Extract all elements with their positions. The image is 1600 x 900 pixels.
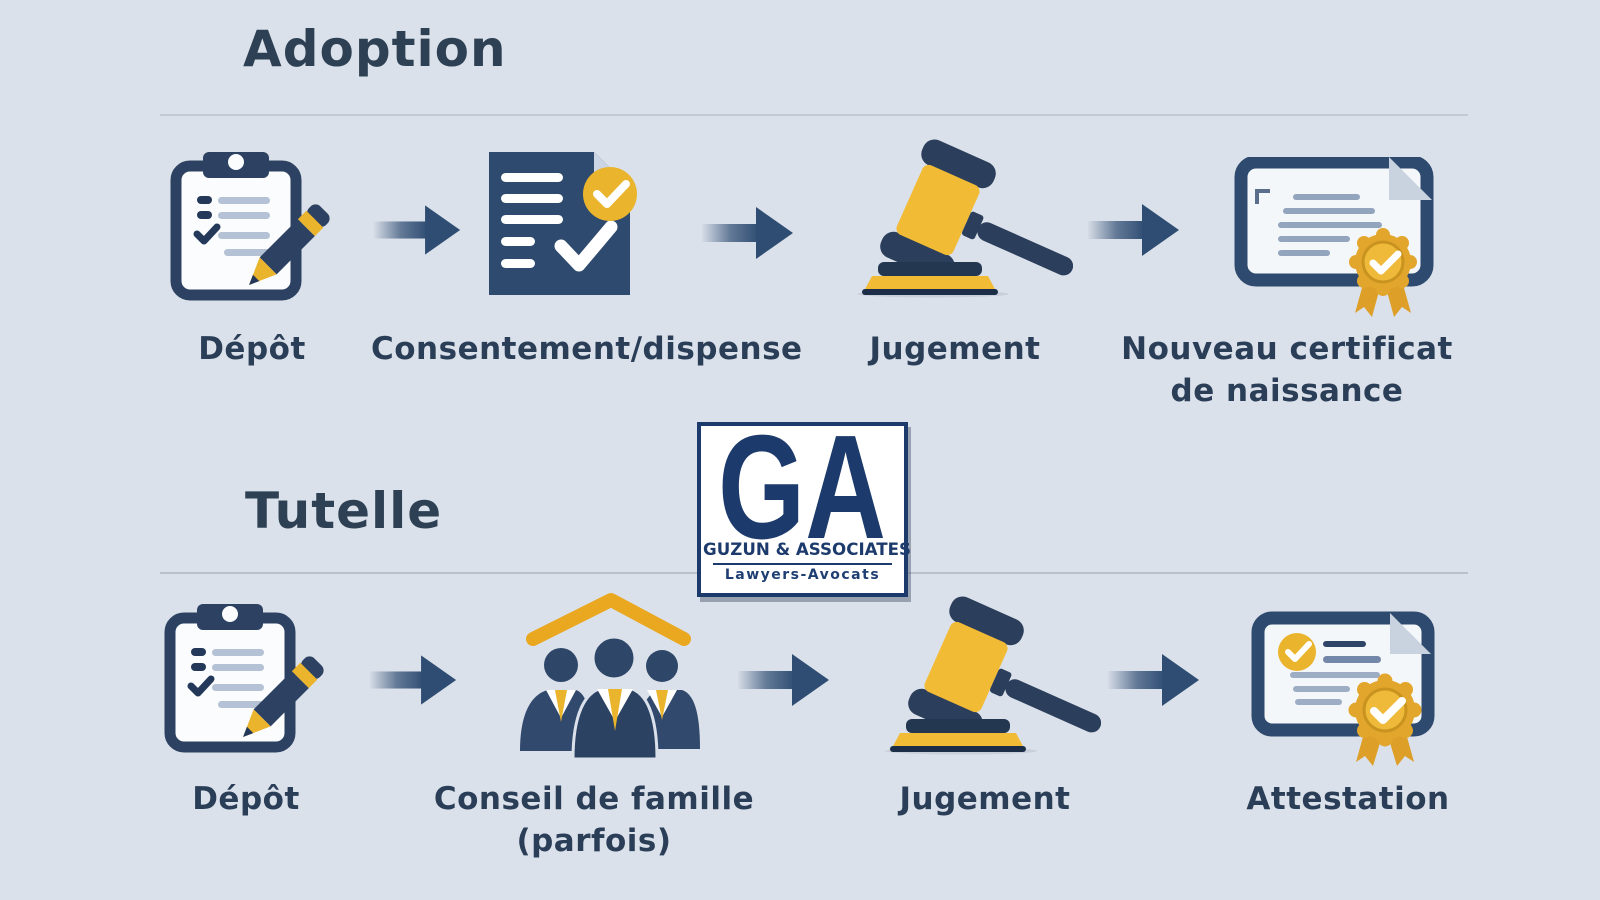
document-check-icon — [489, 152, 637, 295]
company-logo: GA GUZUN & ASSOCIATES Lawyers-Avocats — [697, 422, 911, 597]
step-label-jugement: Jugement — [869, 331, 1041, 367]
gavel-icon — [885, 596, 1101, 755]
logo-tagline: Lawyers-Avocats — [724, 567, 881, 583]
arrow-right-icon — [1088, 204, 1179, 256]
arrow-right-icon — [702, 207, 793, 259]
section-divider — [160, 114, 1468, 116]
certificate-ribbon-icon — [1251, 611, 1435, 766]
clipboard-pencil-icon — [170, 152, 330, 301]
certificate-ribbon-icon — [1234, 157, 1434, 317]
gavel-icon — [857, 139, 1073, 298]
logo-rule — [713, 563, 892, 565]
logo-monogram: GA — [718, 428, 886, 542]
person-center — [571, 635, 659, 761]
step-label-nouveau-certificat: Nouveau certificat de naissance — [1121, 331, 1453, 409]
tutelle-section-title: Tutelle — [245, 482, 443, 540]
clipboard-pencil-icon — [164, 604, 324, 753]
gold-rosette — [1348, 673, 1422, 766]
arrow-right-icon — [738, 654, 829, 706]
step-label-jugement: Jugement — [899, 781, 1071, 817]
arrow-right-icon — [369, 655, 457, 705]
gold-rosette — [1349, 228, 1417, 317]
step-label-depot: Dépôt — [198, 331, 306, 367]
arrow-right-icon — [373, 205, 461, 255]
step-label-consentement: Consentement/dispense — [371, 331, 803, 367]
step-label-depot: Dépôt — [192, 781, 300, 817]
family-council-icon — [520, 593, 700, 761]
step-label-attestation: Attestation — [1246, 781, 1450, 817]
arrow-right-icon — [1108, 654, 1199, 706]
logo-firm-name: GUZUN & ASSOCIATES — [703, 540, 911, 560]
step-label-conseil-de-famille: Conseil de famille (parfois) — [433, 781, 755, 859]
svg-text:GA: GA — [718, 428, 886, 542]
adoption-section-title: Adoption — [243, 20, 507, 78]
